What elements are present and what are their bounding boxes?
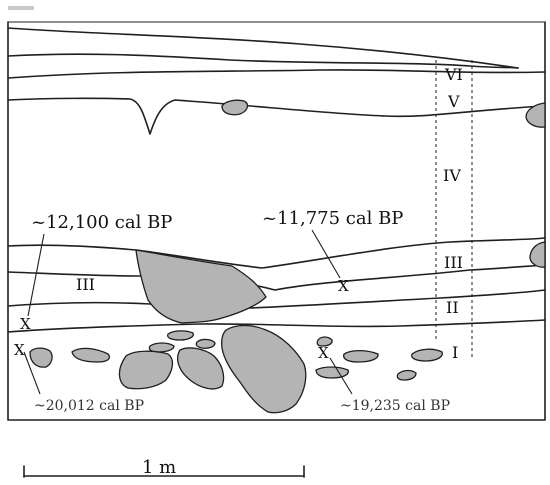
sample-marker-11775: X xyxy=(338,277,349,295)
boundary-ii-i xyxy=(7,319,546,333)
layer-label-iii-right: III xyxy=(444,253,463,272)
rock-right-edge-upper xyxy=(525,102,546,128)
rock-large-iii xyxy=(135,249,267,324)
rock-pebble-3 xyxy=(195,338,216,349)
section-frame xyxy=(7,6,546,421)
rock-left-1 xyxy=(29,347,53,368)
rock-right-2 xyxy=(343,349,379,363)
date-label-11775: ~11,775 cal BP xyxy=(262,208,403,229)
layer-label-iii-left: III xyxy=(76,275,95,294)
rock-right-1 xyxy=(316,336,333,347)
date-labels: ~12,100 cal BP ~11,775 cal BP ~20,012 ca… xyxy=(31,208,450,414)
boundary-vi-v xyxy=(7,69,546,79)
rock-right-4 xyxy=(411,348,443,362)
layer-label-iv: IV xyxy=(443,166,461,185)
boundary-iii-ii xyxy=(7,264,546,291)
rock-pebble-2 xyxy=(148,342,175,353)
profile-outline xyxy=(7,21,546,421)
rock-medium-2 xyxy=(176,347,225,390)
rock-right-3 xyxy=(315,366,349,379)
rocks xyxy=(29,99,546,414)
layer-label-v: V xyxy=(447,92,460,111)
leader-11775 xyxy=(311,229,341,279)
rock-right-edge-middle xyxy=(529,241,546,268)
boundary-v-iv xyxy=(7,97,546,135)
layer-labels: VI V IV III III II I xyxy=(76,65,463,362)
rock-layer-v-small xyxy=(221,99,249,116)
sample-marker-19235: X xyxy=(318,344,329,362)
sample-marker-20012: X xyxy=(14,341,25,359)
rock-left-2 xyxy=(71,347,111,363)
date-label-19235: ~19,235 cal BP xyxy=(340,398,450,414)
layer-label-i: I xyxy=(452,343,458,362)
rock-large-center xyxy=(220,324,307,414)
sample-markers: X X X X xyxy=(14,277,349,362)
boundary-top-surface xyxy=(7,27,519,69)
scale-bar-label: 1 m xyxy=(142,457,176,478)
scale-bar: 1 m xyxy=(23,457,305,478)
leader-lines xyxy=(23,229,353,395)
layer-label-vi: VI xyxy=(444,65,463,84)
boundary-vi-upper xyxy=(7,53,519,69)
layer-label-ii: II xyxy=(446,298,459,317)
leader-12100 xyxy=(27,233,45,317)
sample-column xyxy=(435,60,473,360)
rock-pebble-1 xyxy=(166,330,194,341)
boundary-iv-iii xyxy=(7,237,546,269)
leader-19235 xyxy=(329,357,353,395)
sample-marker-12100: X xyxy=(20,315,31,333)
corner-mark xyxy=(8,6,34,10)
leader-20012 xyxy=(23,351,41,395)
rock-medium-1 xyxy=(118,350,174,390)
date-label-20012: ~20,012 cal BP xyxy=(34,398,144,414)
date-label-12100: ~12,100 cal BP xyxy=(31,212,172,233)
rock-right-5 xyxy=(396,369,417,381)
